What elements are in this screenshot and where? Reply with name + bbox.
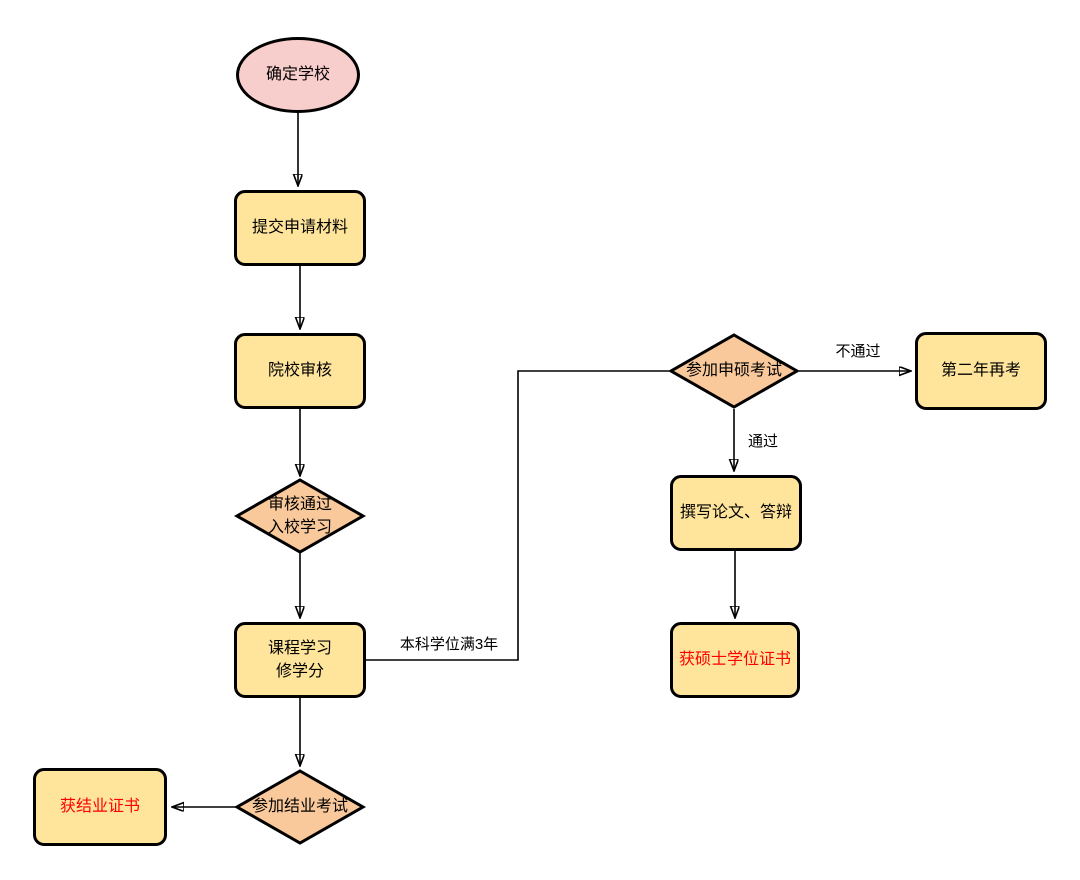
node-thesis-label: 撰写论文、答辩 — [679, 504, 792, 522]
edge-label-bachelor-3y: 本科学位满3年 — [383, 636, 515, 654]
node-pass-enter: 审核通过 入校学习 — [233, 477, 367, 555]
node-review-label: 院校审核 — [267, 362, 332, 380]
node-final-exam: 参加结业考试 — [233, 768, 367, 846]
diamond-shape — [233, 769, 367, 845]
node-master-exam-label: 参加申硕考试 — [685, 362, 782, 380]
edge-label-fail: 不通过 — [827, 343, 889, 361]
node-completion-cert-label: 获结业证书 — [59, 798, 140, 816]
node-master-cert: 获硕士学位证书 — [670, 622, 800, 698]
node-submit-label: 提交申请材料 — [251, 219, 348, 237]
node-course-label: 课程学习 修学分 — [267, 639, 332, 680]
diamond-shape — [233, 478, 367, 554]
node-submit: 提交申请材料 — [234, 190, 366, 266]
node-completion-cert: 获结业证书 — [33, 768, 167, 846]
node-start: 确定学校 — [236, 37, 360, 113]
node-retake-label: 第二年再考 — [940, 362, 1021, 380]
node-thesis: 撰写论文、答辩 — [670, 475, 802, 551]
node-pass-enter-label: 审核通过 入校学习 — [267, 495, 332, 536]
node-retake: 第二年再考 — [915, 332, 1047, 410]
node-master-cert-label: 获硕士学位证书 — [678, 651, 791, 669]
edge-label-pass: 通过 — [742, 433, 784, 451]
node-course: 课程学习 修学分 — [234, 622, 366, 698]
node-final-exam-label: 参加结业考试 — [251, 798, 348, 816]
node-start-label: 确定学校 — [265, 66, 330, 84]
node-master-exam: 参加申硕考试 — [667, 332, 801, 410]
edge-course-to-master-exam — [366, 370, 669, 661]
node-review: 院校审核 — [234, 333, 366, 409]
diamond-shape — [667, 333, 801, 409]
